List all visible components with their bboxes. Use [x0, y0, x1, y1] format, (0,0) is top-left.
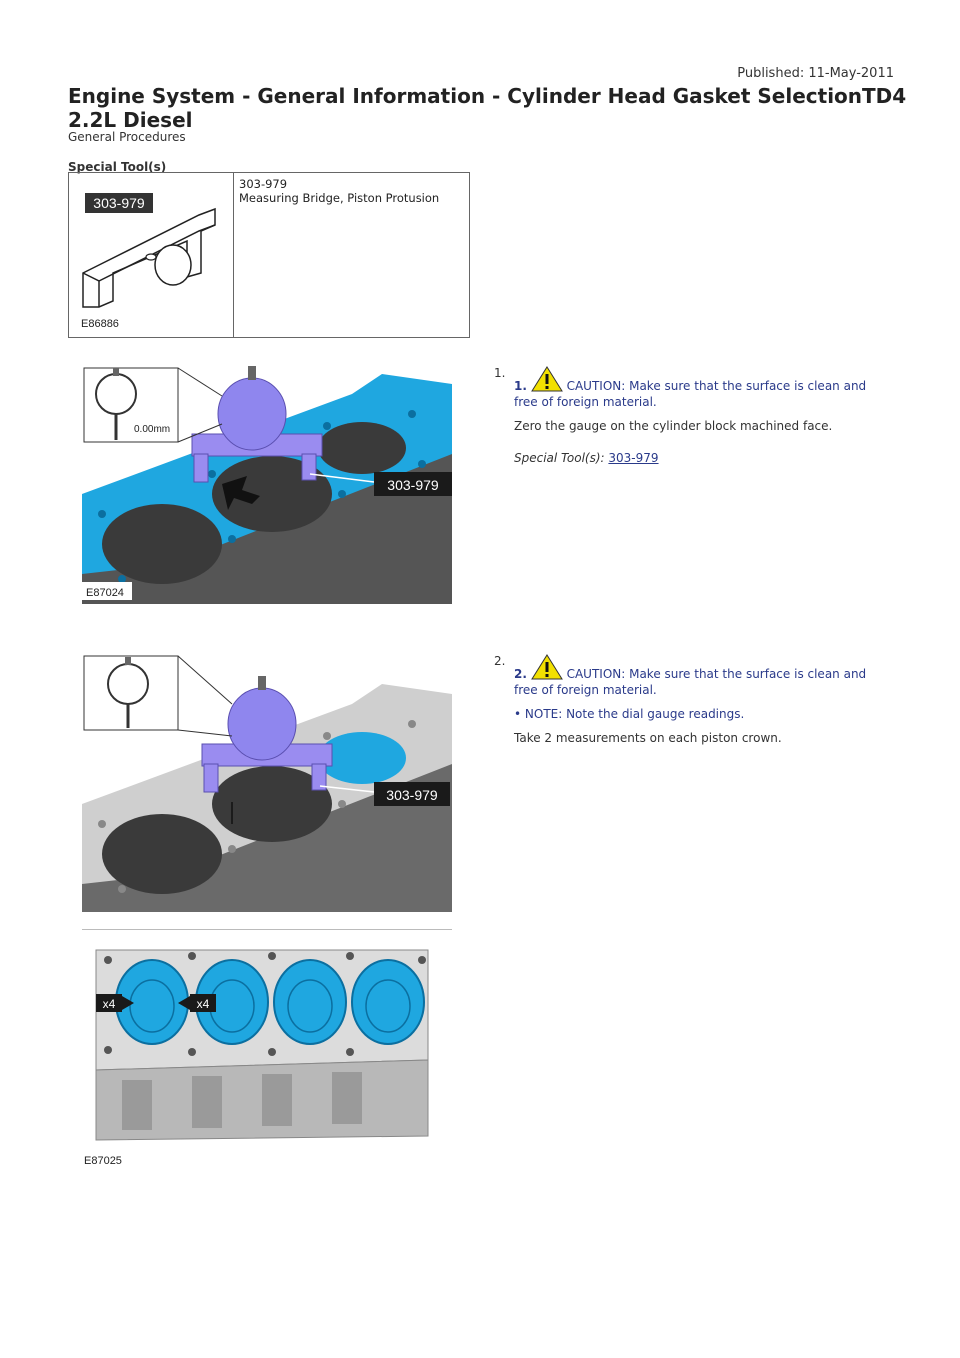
step-2-note: • NOTE: Note the dial gauge readings. [514, 707, 745, 721]
figure-divider [82, 929, 452, 930]
fig3-right-badge: x4 [197, 997, 210, 1011]
step-2-number: 2. [494, 654, 506, 668]
step-2-caution: CAUTION: Make sure that the surface is c… [514, 667, 867, 697]
fig1-callout-303-979: 303-979 [387, 477, 439, 493]
gauge-reading-label: 0.00mm [134, 424, 170, 435]
tool-description: 303-979 Measuring Bridge, Piston Protusi… [239, 177, 439, 205]
fig2-callout-303-979: 303-979 [386, 787, 438, 803]
special-tools-heading: Special Tool(s) [68, 160, 167, 174]
fig3-left-badge: x4 [103, 997, 116, 1011]
published-date: Published: 11-May-2011 [737, 66, 894, 81]
step-1-bold-number: 1. [514, 379, 527, 393]
figure-step-2: 303-979 [82, 654, 452, 912]
page-title: Engine System - General Information - Cy… [68, 84, 907, 132]
page-subtitle: General Procedures [68, 130, 186, 144]
step-1-number: 1. [494, 366, 506, 380]
step-1-caution: CAUTION: Make sure that the surface is c… [514, 379, 867, 409]
fig1-id: E87024 [86, 587, 124, 599]
figure-e87025: x4 x4 E87025 [82, 940, 452, 1170]
figure-e87024: 0.00mm 303-979 E87024 [82, 364, 452, 604]
tool-figure-id: E86886 [81, 318, 119, 330]
tool-name: Measuring Bridge, Piston Protusion [239, 191, 440, 205]
tool-illustration: 303-979 E86886 [69, 173, 234, 337]
step-2-bold-number: 2. [514, 667, 527, 681]
step-1-text: Zero the gauge on the cylinder block mac… [514, 419, 833, 433]
special-tools-table: 303-979 E86886 303-979 Measuring Bridge,… [68, 172, 470, 338]
step-2-text: Take 2 measurements on each piston crown… [514, 731, 782, 745]
tool-figure-label: 303-979 [93, 195, 145, 211]
fig3-id: E87025 [84, 1155, 122, 1167]
warning-triangle-icon [530, 654, 563, 683]
warning-triangle-icon [530, 366, 563, 395]
step-1-special-tools-label: Special Tool(s): [514, 451, 605, 465]
tool-number: 303-979 [239, 177, 288, 191]
link-303-979[interactable]: 303-979 [608, 451, 659, 465]
